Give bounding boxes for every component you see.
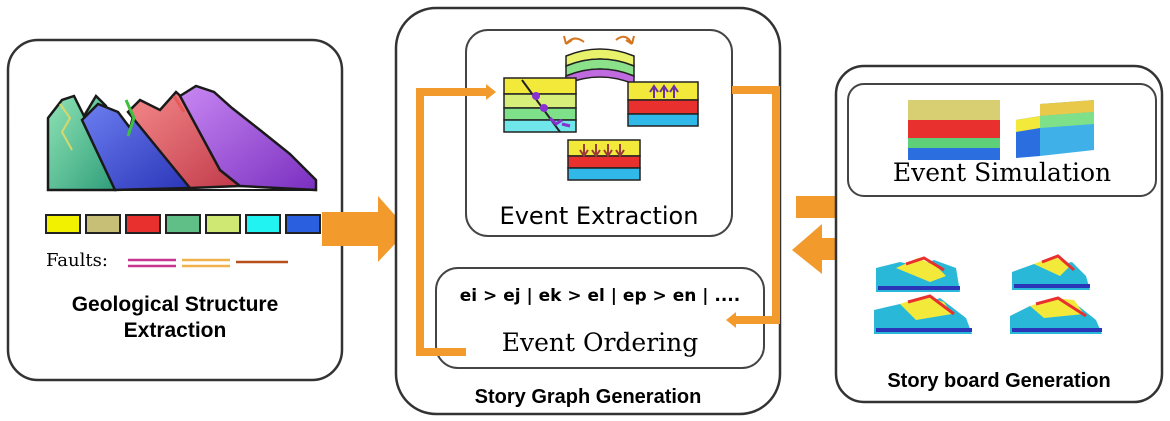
simulation-block-2 [1016, 100, 1094, 158]
event-ordering-formula: ei > ej | ek > el | ep > en | .... [459, 286, 741, 306]
extraction-title-line2: Extraction [123, 319, 227, 342]
loop-arrowhead [486, 84, 496, 100]
story-graph-title: Story Graph Generation [474, 386, 702, 408]
extraction-title-line1: Geological Structure [71, 293, 279, 316]
deposition-event-sketch [567, 139, 641, 181]
storyboard-thumb-3 [874, 294, 972, 334]
faults-label: Faults: [46, 250, 108, 271]
layer-swatch [245, 214, 281, 234]
storyboard-title: Story board Generation [887, 370, 1111, 392]
loop-arrowhead [726, 312, 736, 328]
event-ordering-title: Event Ordering [501, 328, 699, 357]
layer-swatch [285, 214, 321, 234]
layer-swatch [85, 214, 121, 234]
flow-arrow-left [792, 224, 850, 274]
storyboard-thumb-4 [1010, 296, 1102, 334]
layer-legend [45, 214, 321, 234]
event-extraction-title: Event Extraction [499, 202, 699, 230]
flow-arrow-right [322, 196, 408, 262]
layer-swatch [45, 214, 81, 234]
fault-lines [128, 258, 288, 268]
storyboard-thumb-1 [876, 256, 960, 292]
fold-event-sketch [563, 35, 635, 86]
simulation-block-1 [908, 100, 1000, 160]
terrain-model [46, 84, 318, 192]
layer-swatch [205, 214, 241, 234]
fault-event-sketch [503, 77, 577, 133]
layer-swatch [125, 214, 161, 234]
event-simulation-title: Event Simulation [892, 158, 1112, 187]
layer-swatch [165, 214, 201, 234]
uplift-event-sketch [627, 81, 699, 127]
feedback-loop [416, 86, 780, 356]
storyboard-thumb-2 [1012, 254, 1090, 290]
